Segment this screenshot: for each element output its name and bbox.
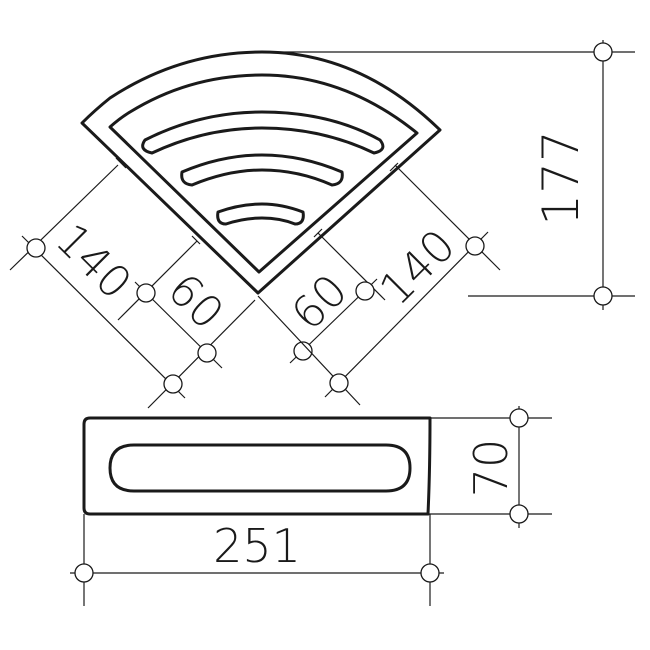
dim-label-right-60: 60 <box>282 265 358 341</box>
dim-marker <box>26 238 46 258</box>
dim-marker <box>163 374 183 394</box>
dim-marker <box>329 373 349 393</box>
dim-marker <box>293 341 313 361</box>
dim-marker <box>465 236 485 256</box>
dimension-labels: 177 140 60 60 140 70 251 <box>46 130 590 573</box>
dim-marker <box>355 281 375 301</box>
dim-label-left-140: 140 <box>46 214 141 309</box>
dimension-lines <box>9 40 635 606</box>
shelf-front-view <box>82 416 432 516</box>
dim-marker <box>136 283 156 303</box>
front-outer-outline <box>82 416 432 516</box>
dim-left-140-line <box>21 235 186 399</box>
shelf-slot-large <box>141 110 385 155</box>
shelf-outer-outline <box>80 50 442 295</box>
shelf-notch <box>115 157 127 169</box>
front-inner-slot <box>108 443 412 493</box>
dim-marker <box>593 286 613 306</box>
dim-marker <box>74 563 94 583</box>
dim-label-70: 70 <box>464 439 518 498</box>
dim-marker <box>509 504 529 524</box>
shelf-inner-outline <box>108 73 419 274</box>
dim-left-60-extension <box>117 240 198 321</box>
dim-marker <box>197 343 217 363</box>
dim-marker <box>593 42 613 62</box>
dim-marker <box>509 408 529 428</box>
dim-label-177: 177 <box>532 130 590 225</box>
dim-label-left-60: 60 <box>157 264 233 340</box>
dim-label-right-140: 140 <box>370 220 465 315</box>
shelf-notch <box>389 162 399 172</box>
shelf-slot-small <box>216 202 305 226</box>
dim-right-140-line <box>324 231 489 398</box>
shelf-top-view <box>80 50 442 295</box>
dim-right-140-extension <box>394 164 501 271</box>
dim-label-251: 251 <box>213 519 301 573</box>
shelf-notch <box>191 235 201 245</box>
shelf-slot-medium <box>180 153 344 187</box>
dim-marker <box>420 563 440 583</box>
